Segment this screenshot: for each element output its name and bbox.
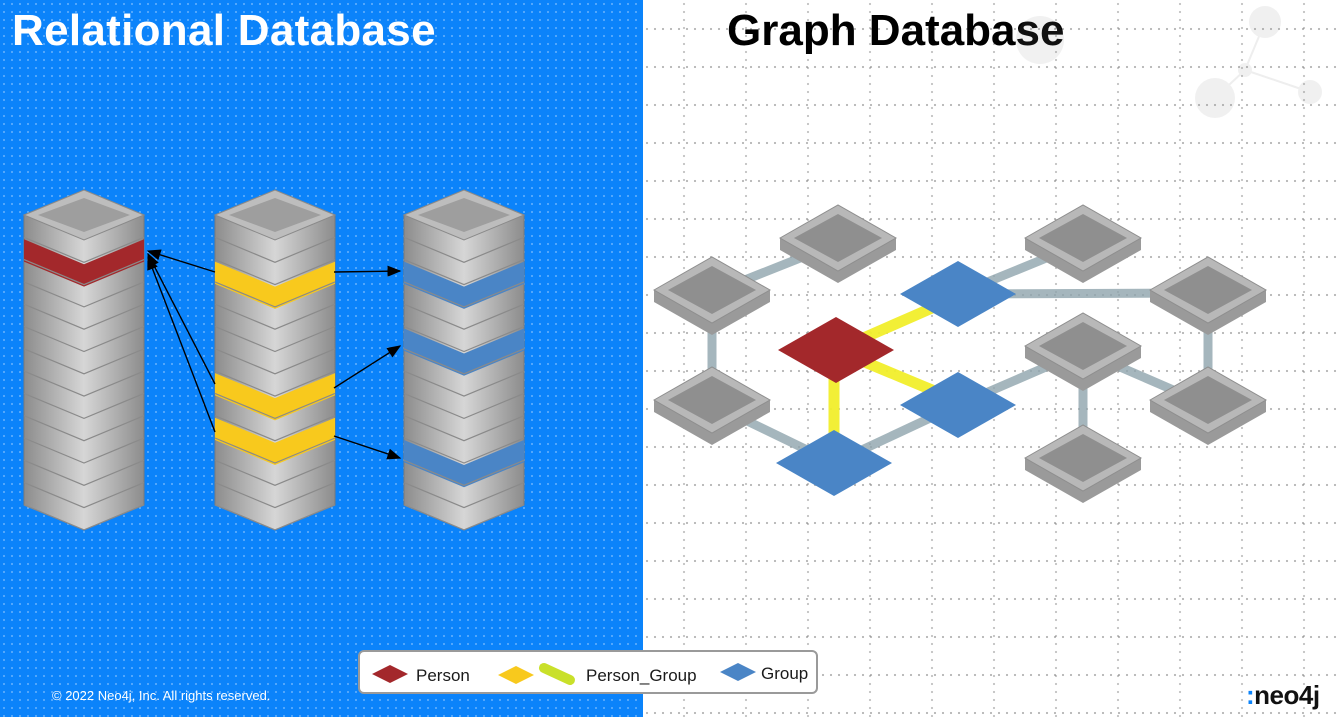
table-node-node (1148, 366, 1268, 445)
table-row-line (214, 459, 336, 486)
table-row-line (403, 259, 525, 286)
table-row-line (403, 482, 525, 509)
legend: Person Person_Group Group (358, 650, 818, 694)
decorative-network (1016, 6, 1322, 118)
highlighted-row (215, 417, 335, 465)
foreign-key-arrows (146, 249, 402, 460)
legend-group-label: Group (761, 664, 809, 683)
table-row-line (403, 281, 525, 308)
table-row-line (214, 504, 336, 531)
table-row-line (403, 303, 525, 330)
table-row-line (23, 348, 145, 375)
table-row-line (214, 437, 336, 464)
table-top-inset (229, 198, 321, 232)
legend-person-group-edge-swatch (539, 663, 575, 685)
graph-panel (643, 0, 1337, 717)
table-row-line (403, 348, 525, 375)
highlighted-row (24, 239, 144, 287)
table-row-line (23, 281, 145, 308)
table-row-line (403, 415, 525, 442)
table-row-line (23, 459, 145, 486)
legend-swatches (372, 663, 756, 685)
table-row-line (403, 392, 525, 420)
highlighted-row (215, 261, 335, 309)
neo4j-logo: :neo4j (1246, 680, 1320, 710)
table-top-inset (418, 198, 510, 232)
relational-title: Relational Database (12, 6, 436, 55)
highlighted-row (404, 328, 524, 376)
fk-arrow-4 (333, 265, 402, 277)
table-row-line (23, 303, 145, 330)
table-node-node (652, 366, 772, 445)
table-node-node (1023, 424, 1143, 503)
table-row-line (214, 370, 336, 397)
graph-nodes (652, 204, 1268, 503)
table-row-line (403, 325, 525, 353)
table-row-line (23, 236, 145, 263)
highlighted-row (404, 440, 524, 488)
legend-person-group-label: Person_Group (586, 666, 697, 685)
graph-panel-grid (643, 0, 1337, 717)
person-group-table-stack (213, 189, 337, 531)
fk-arrow-3 (147, 255, 216, 433)
table-body (214, 189, 336, 531)
table-row-line (403, 459, 525, 486)
group-node (900, 372, 1016, 438)
legend-person-group-node-swatch (498, 666, 534, 684)
table-node-node (778, 204, 898, 283)
table-row-line (23, 392, 145, 420)
table-row-line (214, 415, 336, 442)
person-node (778, 317, 894, 383)
table-row-line (403, 370, 525, 397)
table-row-line (214, 303, 336, 330)
fk-arrow-1 (146, 249, 216, 273)
table-row-line (23, 259, 145, 286)
table-node-node (1023, 204, 1143, 283)
table-row-line (214, 348, 336, 375)
fk-arrow-2 (147, 252, 216, 385)
person-table-stack (22, 189, 146, 531)
table-row-line (214, 281, 336, 308)
table-row-line (403, 236, 525, 263)
highlighted-row (215, 373, 335, 421)
table-body (23, 189, 145, 531)
table-node-node (652, 256, 772, 335)
table-row-line (23, 370, 145, 397)
table-row-line (23, 415, 145, 442)
group-node (900, 261, 1016, 327)
fk-arrow-6 (333, 435, 402, 460)
table-row-line (23, 437, 145, 464)
table-row-line (23, 504, 145, 531)
legend-group-swatch (720, 663, 756, 681)
highlighted-row (404, 261, 524, 309)
copyright-text: © 2022 Neo4j, Inc. All rights reserved. (52, 688, 271, 703)
group-table-stack (402, 189, 526, 531)
fk-arrow-5 (333, 345, 402, 389)
table-row-line (23, 325, 145, 353)
group-node (776, 430, 892, 496)
table-row-line (214, 392, 336, 420)
graph-title: Graph Database (727, 6, 1065, 55)
table-row-line (214, 482, 336, 509)
table-row-line (214, 236, 336, 263)
table-top-inset (38, 198, 130, 232)
legend-person-swatch (372, 665, 408, 683)
legend-person-label: Person (416, 666, 470, 685)
table-node-node (1148, 256, 1268, 335)
table-row-line (23, 482, 145, 509)
table-row-line (403, 437, 525, 464)
table-node-node (1023, 312, 1143, 391)
table-row-line (214, 325, 336, 353)
table-row-line (403, 504, 525, 531)
table-row-line (214, 259, 336, 286)
